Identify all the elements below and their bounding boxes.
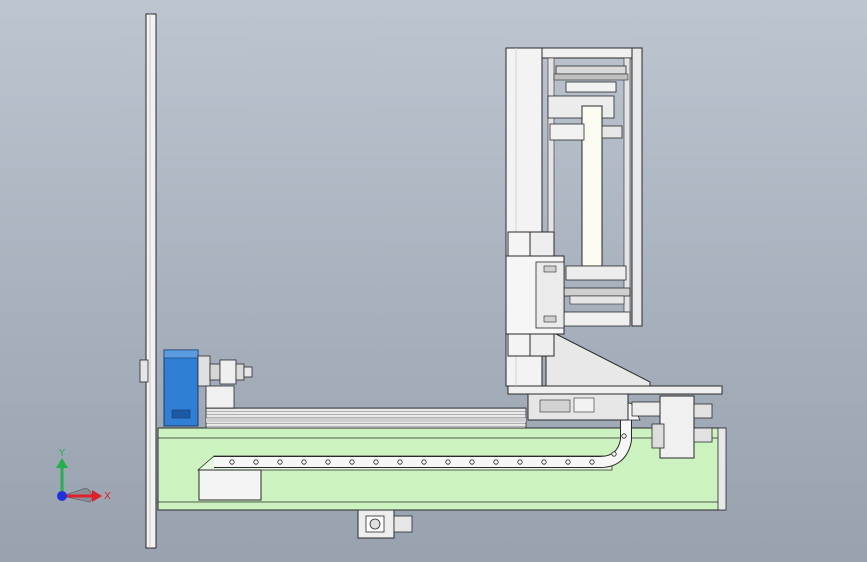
cable-clamp-block [198,469,262,501]
x-axis-arrow [92,490,102,502]
z-axis-module[interactable] [505,47,723,395]
top-plate [541,47,643,59]
y-axis-label: Y [58,448,66,459]
x-axis-label: X [104,491,111,502]
y-axis-arrow [56,458,68,468]
z-axis-dot [57,491,67,501]
carriage-block[interactable] [527,393,629,421]
end-stop-assembly[interactable] [631,395,713,459]
lead-screw [581,105,603,267]
vertical-mounting-plate[interactable] [145,13,157,549]
side-frame [631,47,643,327]
bottom-sensor-bracket[interactable] [357,509,413,539]
coordinate-triad-icon: Y X [56,448,111,503]
bottom-pulley[interactable] [559,265,631,327]
z-base-plate [507,385,723,395]
z-carriage-block[interactable] [505,231,565,357]
drive-motor[interactable] [163,349,199,427]
support-gusset [545,333,651,387]
linear-guide-rail[interactable] [205,407,527,429]
motor-shaft-coupling[interactable] [139,355,253,409]
